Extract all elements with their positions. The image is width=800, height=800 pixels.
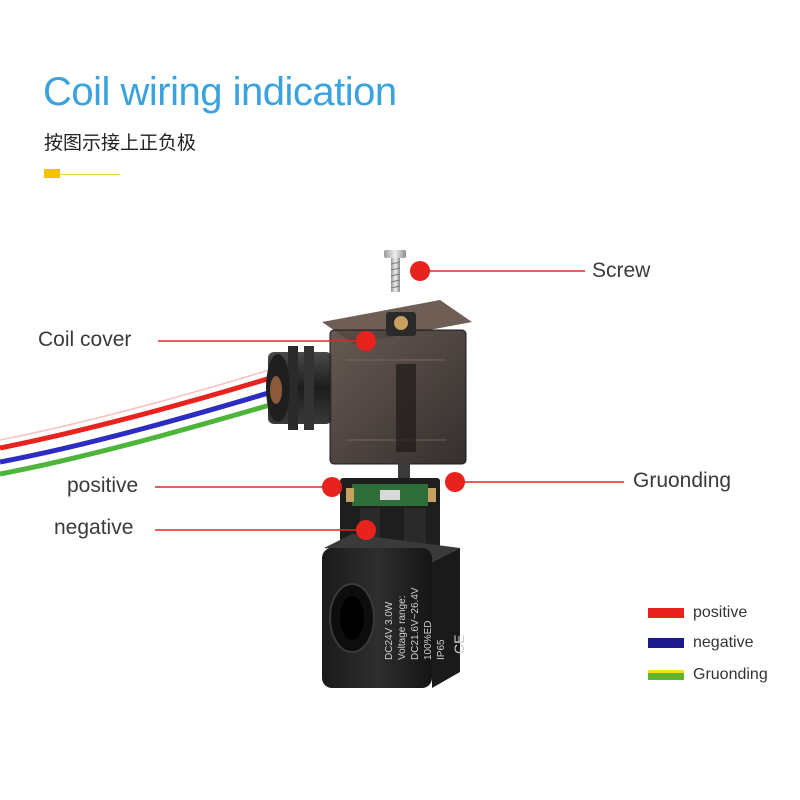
callout-dot-negative: [356, 520, 376, 540]
legend-swatch-positive: [648, 608, 684, 618]
legend-label-positive: positive: [693, 604, 748, 621]
callout-dots: [322, 261, 465, 540]
legend-swatch-negative: [648, 638, 684, 648]
wire-blue: [0, 383, 293, 465]
coil-label-line1: DC24V 3.0W: [384, 601, 395, 660]
coil-cover: [322, 300, 472, 465]
legend-swatch-grounding: [648, 670, 684, 680]
title-part1: Coil wiring: [43, 70, 223, 114]
legend-label-grounding: Gruonding: [693, 666, 768, 683]
page-subtitle: 按图示接上正负极: [44, 132, 197, 154]
callout-lines: [155, 270, 624, 531]
coil-label-line5: IP65: [436, 639, 447, 660]
coil-label-line4: 100%ED: [423, 621, 434, 660]
legend-label-negative: negative: [693, 634, 754, 651]
cable-gland: [266, 346, 332, 430]
callout-positive: positive: [67, 474, 139, 497]
title-part2: indication: [232, 70, 398, 114]
callout-dot-screw: [410, 261, 430, 281]
wires: [0, 363, 295, 477]
callout-grounding: Gruonding: [633, 469, 732, 492]
coil-label-line3: DC21.6V~26.4V: [410, 587, 421, 660]
page-title: Coil wiring indication: [43, 70, 397, 115]
ce-mark: CE: [451, 635, 467, 654]
coil-body: [322, 534, 460, 688]
coil-label-line2: Voltage range:: [397, 596, 408, 661]
wire-green: [0, 395, 295, 477]
callout-coil-cover: Coil cover: [38, 328, 132, 351]
callout-dot-coil-cover: [356, 331, 376, 351]
callout-screw: Screw: [592, 259, 651, 282]
wire-red: [0, 369, 291, 451]
screw: [384, 250, 406, 292]
callout-dot-grounding: [445, 472, 465, 492]
callout-dot-positive: [322, 477, 342, 497]
accent-divider: [44, 169, 120, 178]
callout-negative: negative: [54, 516, 134, 539]
coil-label: DC24V 3.0W Voltage range: DC21.6V~26.4V …: [384, 587, 467, 660]
